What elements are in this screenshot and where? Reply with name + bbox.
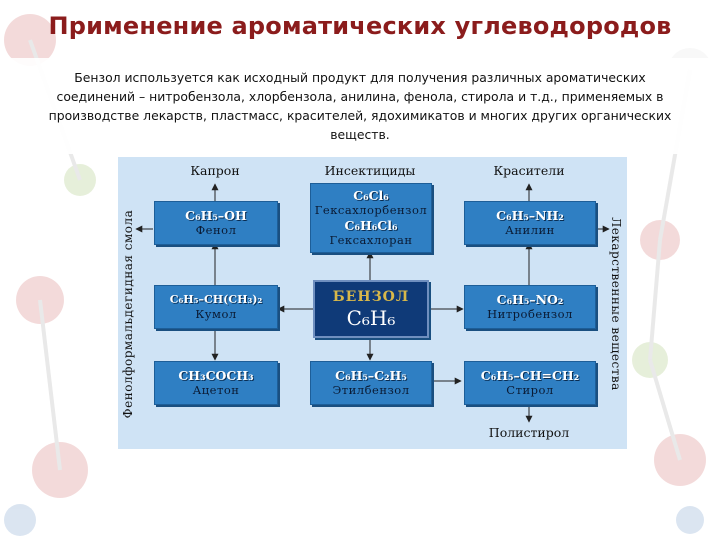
hexachlorane-formula: C₆H₆Cl₆ [344,218,398,233]
diagram-connectors [135,183,610,423]
box-aniline: C₆H₅–NH₂ Анилин [464,201,596,245]
product-insecticides: Инсектициды [324,163,416,178]
styrene-formula: C₆H₅–CH=CH₂ [480,368,580,383]
hexachlorobenzene-formula: C₆Cl₆ [353,188,389,203]
box-styrene: C₆H₅–CH=CH₂ Стирол [464,361,596,405]
acetone-formula: CH₃COCH₃ [178,368,254,383]
acetone-name: Ацетон [192,383,240,397]
ethylbenzene-formula: C₆H₅–C₂H₅ [335,368,407,383]
cumene-name: Кумол [195,307,237,321]
hexachlorane-name: Гексахлоран [329,233,413,247]
product-caprone: Капрон [190,163,240,178]
intro-band [0,58,720,154]
phenol-formula: C₆H₅–OH [185,208,247,223]
aniline-name: Анилин [505,223,555,237]
side-label-resin: Фенолформальдегидная смола [121,209,135,419]
aniline-formula: C₆H₅–NH₂ [496,208,564,223]
box-acetone: CH₃COCH₃ Ацетон [154,361,278,405]
side-label-medicines: Лекарственные вещества [609,217,623,391]
box-benzene-center: БЕНЗОЛ C₆H₆ [313,280,429,338]
slide-title: Применение ароматических углеводородов [48,12,672,40]
benzene-title: БЕНЗОЛ [332,289,410,305]
benzene-uses-diagram: Капрон Инсектициды Красители Полистирол … [118,157,627,449]
hexachlorobenzene-name: Гексахлорбензол [314,203,428,217]
product-polystyrene: Полистирол [488,425,570,440]
box-ethylbenzene: C₆H₅–C₂H₅ Этилбензол [310,361,432,405]
nitrobenzene-name: Нитробензол [487,307,573,321]
box-chlorinated: C₆Cl₆ Гексахлорбензол C₆H₆Cl₆ Гексахлора… [310,183,432,253]
box-nitrobenzene: C₆H₅–NO₂ Нитробензол [464,285,596,329]
phenol-name: Фенол [195,223,237,237]
ethylbenzene-name: Этилбензол [332,383,410,397]
product-dyes: Красители [493,163,565,178]
box-cumene: C₆H₅–CH(CH₃)₂ Кумол [154,285,278,329]
intro-paragraph: Бензол используется как исходный продукт… [48,70,672,142]
benzene-formula: C₆H₆ [346,306,396,330]
cumene-formula: C₆H₅–CH(CH₃)₂ [169,293,263,306]
nitrobenzene-formula: C₆H₅–NO₂ [496,292,564,307]
box-phenol: C₆H₅–OH Фенол [154,201,278,245]
styrene-name: Стирол [506,383,554,397]
